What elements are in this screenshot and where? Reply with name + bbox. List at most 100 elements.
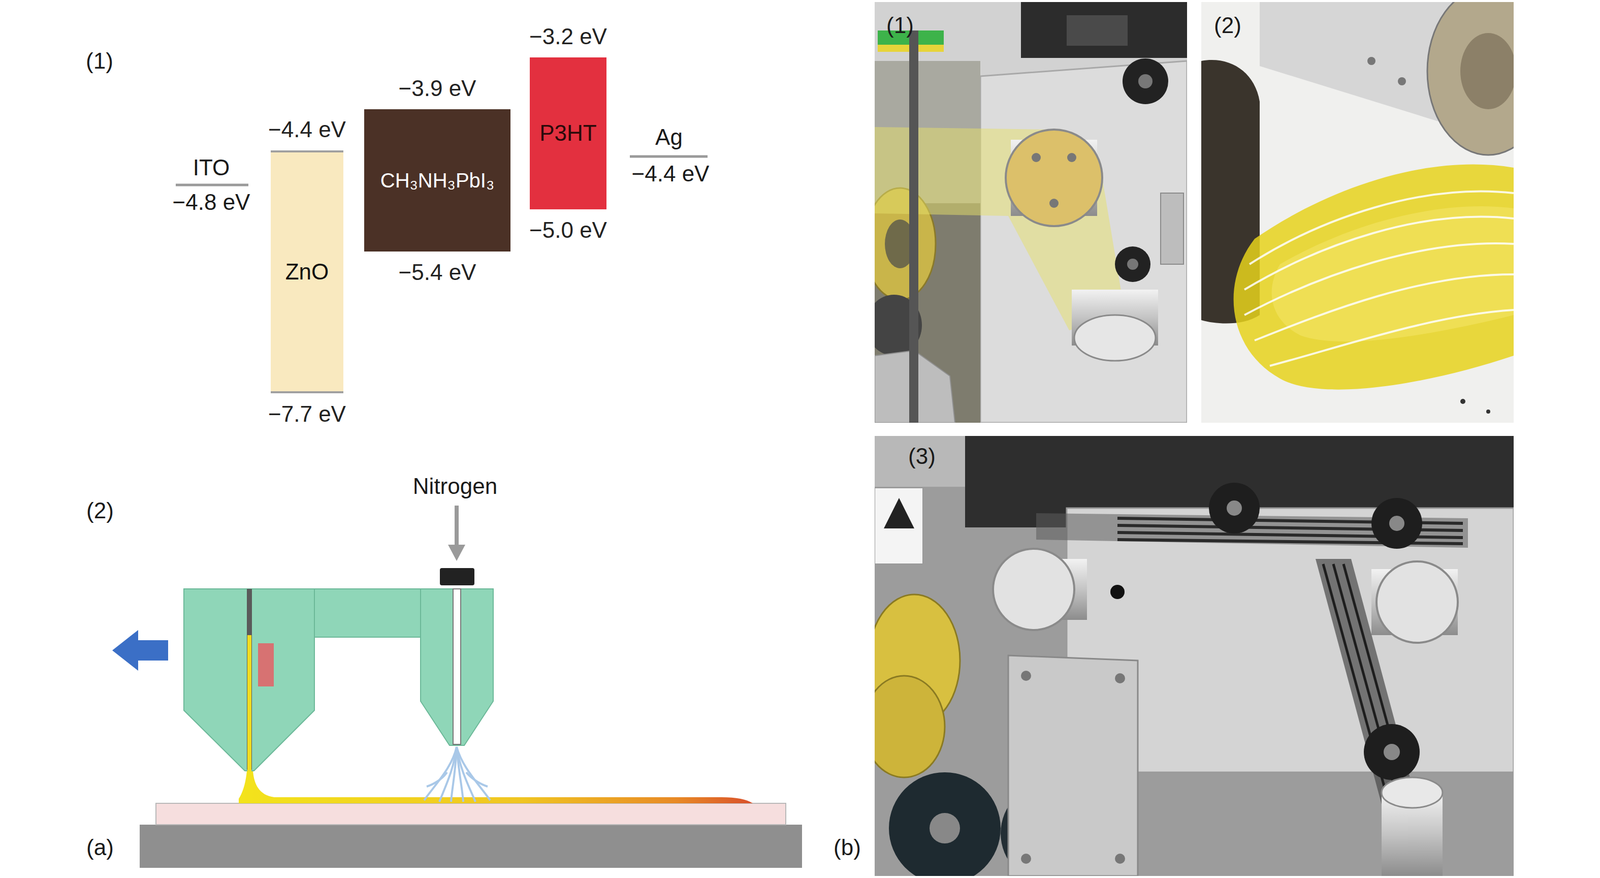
photo-roll-to-roll-2 (1397, 77, 1406, 86)
ink-channel (247, 634, 252, 772)
electrode-name: ITO (193, 154, 231, 180)
energy-band-box: P3HT (529, 57, 607, 210)
nozzle-cap (439, 567, 475, 586)
photo-roll-to-roll-2 (1269, 309, 1514, 366)
photo-roll-to-roll-1 (1138, 74, 1153, 89)
photo-roll-to-roll-2 (1244, 216, 1514, 290)
photo-roll-to-roll-1 (1020, 2, 1188, 58)
gas-spray (466, 772, 488, 787)
photo-roll-to-roll-1 (1114, 246, 1151, 282)
motion-arrow (112, 629, 169, 671)
energy-value: −4.4 eV (268, 116, 346, 143)
energy-row: −3.9 eV (364, 75, 511, 102)
photo-roll-to-roll-3 (1114, 853, 1126, 864)
photo-number: (3) (908, 443, 936, 470)
photo-roll-to-roll-3 (874, 487, 923, 564)
photo-roll-to-roll-3 (874, 435, 1514, 876)
energy-band-box: CH₃NH₃PbI₃ (364, 109, 511, 252)
photo-roll-to-roll-3 (1008, 655, 1138, 876)
photo-roll-to-roll-3 (1363, 723, 1420, 780)
photo-roll-to-roll-3 (883, 497, 915, 529)
photo-roll-to-roll-3 (1371, 497, 1423, 549)
photo-roll-to-roll-2 (1233, 164, 1514, 390)
electrode-level (629, 155, 708, 158)
energy-value: −7.7 eV (268, 401, 346, 428)
energy-value: −5.4 eV (398, 259, 477, 286)
panel-number: (1) (85, 48, 114, 74)
nitrogen-arrow (454, 505, 459, 547)
photo-roll-to-roll-3 (993, 548, 1075, 630)
electrode-name: Ag (655, 124, 683, 151)
substrate-base (139, 824, 803, 868)
energy-value: −3.9 eV (398, 75, 477, 102)
photo-roll-to-roll-1 (1127, 258, 1139, 270)
photo-roll-to-roll-2 (1244, 191, 1514, 366)
energy-value: −5.0 eV (529, 217, 607, 244)
photo-roll-to-roll-3 (874, 675, 945, 778)
electrode-name: Ag (655, 124, 683, 150)
photo-number: (2) (1213, 12, 1242, 39)
photo-number: (1) (886, 12, 914, 38)
photo-roll-to-roll-2 (1460, 398, 1466, 404)
blade-arm (314, 588, 422, 637)
photo-roll-to-roll-3 (1208, 482, 1260, 534)
photo-roll-to-roll-2 (1271, 206, 1514, 342)
material-name: CH₃NH₃PbI₃ (380, 168, 495, 192)
photo-roll-to-roll-1 (1160, 193, 1184, 265)
ink-reservoir (258, 643, 274, 687)
panel-letter: (b) (833, 834, 861, 860)
photo-roll-to-roll-3 (1226, 500, 1242, 516)
energy-value: −4.4 eV (631, 161, 710, 186)
gas-spray (439, 746, 457, 802)
gas-nozzle (420, 588, 494, 746)
substrate (155, 803, 786, 825)
photo-roll-to-roll-2 (1460, 33, 1514, 110)
gas-spray (424, 746, 491, 802)
photo-roll-to-roll-3 (874, 435, 966, 487)
energy-row: −5.0 eV (529, 217, 607, 243)
energy-band-box: ZnO (270, 150, 344, 394)
photo-roll-to-roll-2 (1427, 2, 1514, 155)
photo-roll-to-roll-3 (1381, 777, 1443, 808)
photo-roll-to-roll-2 (1249, 191, 1514, 265)
photo-roll-to-roll-2 (1254, 274, 1514, 341)
photo-roll-to-roll-2 (1367, 56, 1376, 66)
panel-letter: (a) (86, 834, 114, 861)
panel-letter: (a) (86, 834, 114, 860)
photo-roll-to-roll-1 (1074, 314, 1156, 361)
slot-die-schematic (112, 505, 803, 868)
photo-roll-to-roll-3 (888, 772, 1001, 876)
gas-channel (453, 588, 461, 745)
photo-roll-to-roll-3 (1114, 673, 1126, 684)
photo-roll-to-roll-3 (929, 812, 960, 844)
photo-roll-to-roll-3 (1020, 670, 1032, 681)
photo-roll-to-roll-1 (1049, 198, 1059, 208)
photo-roll-to-roll-1 (1005, 129, 1103, 227)
panel-number: (1) (85, 48, 114, 75)
wet-film (238, 770, 753, 804)
nitrogen-arrow (448, 544, 466, 561)
gas-label: Nitrogen (412, 473, 498, 499)
photo-roll-to-roll-3 (1020, 853, 1032, 864)
photo-roll-to-roll-1 (1067, 152, 1077, 163)
photo-roll-to-roll-1 (909, 30, 919, 423)
energy-level-group: −3.9 eV CH₃NH₃PbI₃ −5.4 eV (364, 75, 511, 285)
energy-row: −3.2 eV (529, 23, 607, 50)
photo-roll-to-roll-1 (1066, 15, 1128, 46)
panel-letter: (b) (833, 834, 861, 861)
photo-roll-to-roll-1 (1031, 152, 1041, 163)
energy-value: −4.8 eV (172, 189, 251, 215)
material-name: P3HT (539, 120, 597, 147)
energy-value: −3.2 eV (529, 23, 607, 50)
panel-number: (2) (86, 497, 114, 524)
photo-roll-to-roll-1 (874, 2, 1188, 423)
gas-label: Nitrogen (412, 473, 498, 500)
photo-roll-to-roll-1 (874, 2, 1188, 423)
gas-spray (451, 746, 457, 802)
material-name: ZnO (285, 259, 330, 285)
slot-die-head (183, 588, 315, 771)
photo-roll-to-roll-2 (1201, 2, 1514, 423)
electrode-level (175, 183, 249, 187)
photo-number: (1) (886, 12, 914, 39)
